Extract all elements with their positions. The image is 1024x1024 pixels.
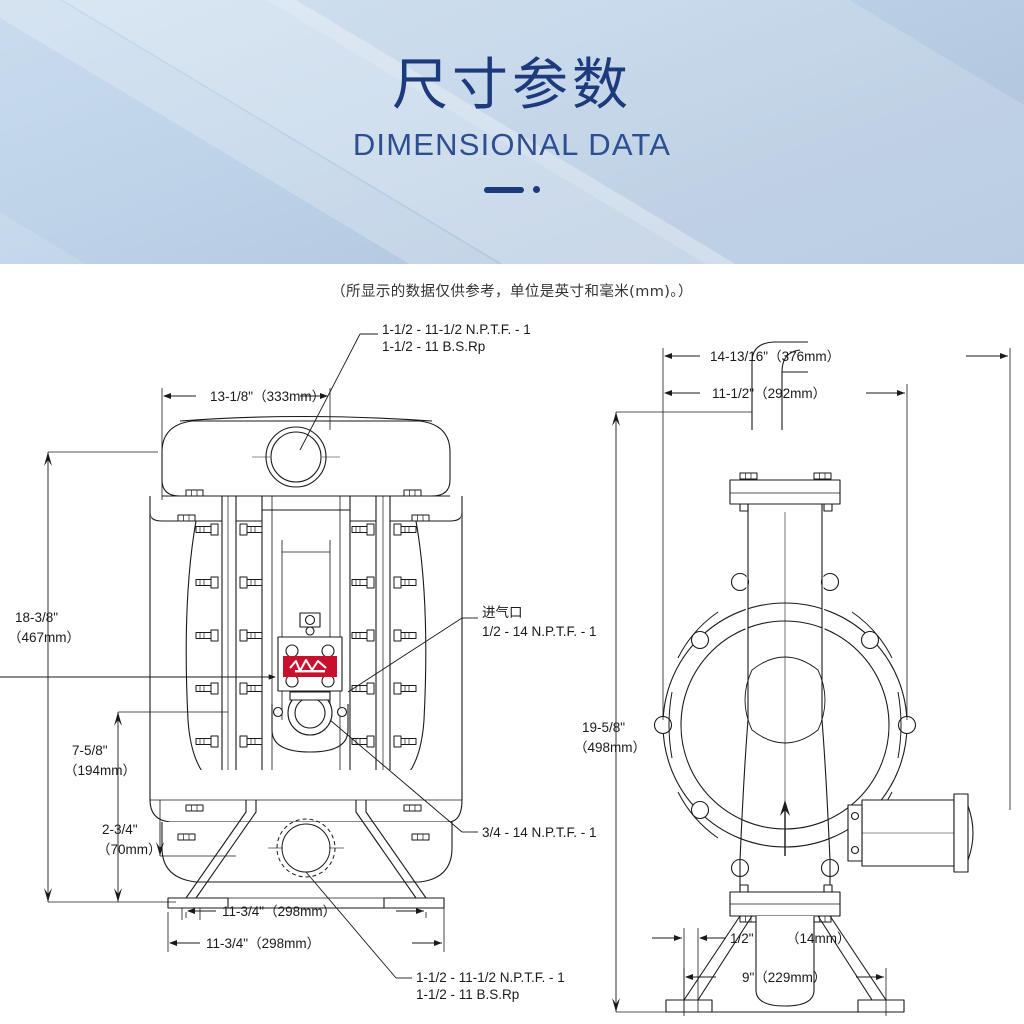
dim-side-outer-width: 14-13/16"（376mm） xyxy=(710,349,840,364)
dim-front-mid-height-in: 7-5/8" xyxy=(72,743,108,758)
page-title-en: DIMENSIONAL DATA xyxy=(352,127,672,162)
callout-air-inlet-spec: 1/2 - 14 N.P.T.F. - 1 xyxy=(482,624,597,639)
front-view-drawing xyxy=(149,415,463,920)
dim-side-foot-thickness-mm: （14mm） xyxy=(786,931,851,946)
decorative-stripe xyxy=(0,250,1024,264)
dim-front-total-height-in: 18-3/8" xyxy=(15,610,58,625)
title-divider xyxy=(0,186,1024,193)
dim-side-foot-thickness: 1/2" xyxy=(730,931,754,946)
dim-side-foot-span: 9"（229mm） xyxy=(742,970,826,985)
dim-side-height-in: 19-5/8" xyxy=(582,720,625,735)
callout-bottom-line2: 1-1/2 - 11 B.S.Rp xyxy=(416,987,519,1002)
dim-side-inner-width: 11-1/2"（292mm） xyxy=(712,386,826,401)
side-view-drawing xyxy=(653,341,974,1013)
callout-bottom-line1: 1-1/2 - 11-1/2 N.P.T.F. - 1 xyxy=(416,970,565,985)
dim-side-height-mm: （498mm） xyxy=(574,740,646,755)
page-header-banner: 尺寸参数 DIMENSIONAL DATA xyxy=(0,0,1024,264)
dim-front-base-inner: 11-3/4"（298mm） xyxy=(222,904,336,919)
callout-air-inlet-label: 进气口 xyxy=(482,605,523,621)
dim-front-base-outer: 11-3/4"（298mm） xyxy=(206,936,320,951)
dim-front-total-height-mm: （467mm） xyxy=(8,630,80,645)
units-note: （所显示的数据仅供参考，单位是英寸和毫米(mm)。） xyxy=(331,284,693,300)
dim-front-low-height-mm: （70mm） xyxy=(97,842,162,857)
callout-top-line2: 1-1/2 - 11 B.S.Rp xyxy=(382,339,485,354)
divider-dot xyxy=(533,186,540,193)
dim-front-top-width: 13-1/8"（333mm） xyxy=(210,389,325,404)
dimensional-drawing: 13-1/8"（333mm） 1-1/2 - 11-1/2 N.P.T.F. -… xyxy=(0,300,1024,1024)
callout-top-line1: 1-1/2 - 11-1/2 N.P.T.F. - 1 xyxy=(382,322,531,337)
dim-front-low-height-in: 2-3/4" xyxy=(102,822,138,837)
divider-bar xyxy=(484,186,524,193)
dim-front-mid-height-mm: （194mm） xyxy=(64,763,136,778)
callout-drain-spec: 3/4 - 14 N.P.T.F. - 1 xyxy=(482,825,597,840)
page-title-cn: 尺寸参数 xyxy=(392,53,632,118)
